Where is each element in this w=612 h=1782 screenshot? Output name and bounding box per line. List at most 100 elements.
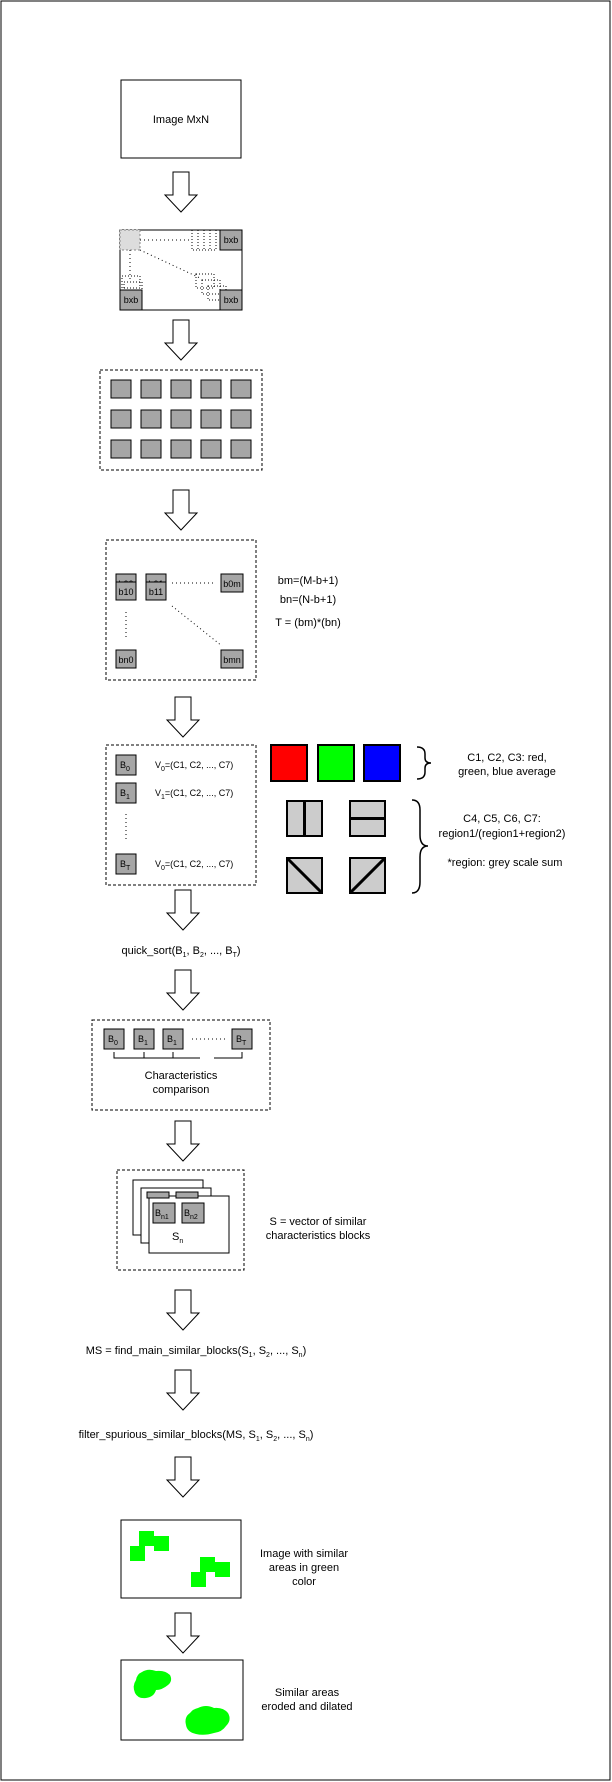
green-patch-1 bbox=[139, 1531, 154, 1546]
vector-block-0 bbox=[115, 754, 137, 776]
green-patch-4 bbox=[200, 1557, 215, 1572]
formula-t: T = (bm)*(bn) bbox=[275, 617, 341, 629]
arrow-11 bbox=[166, 1612, 200, 1654]
eroded-blob-1 bbox=[133, 1669, 172, 1699]
grid-block bbox=[140, 409, 162, 429]
block-bmn bbox=[220, 649, 244, 669]
labelled-blocks-step: b00 b01 b0m bbox=[105, 539, 341, 681]
color-legend-line2: green, blue average bbox=[458, 766, 556, 778]
region-brace bbox=[411, 799, 429, 894]
grid-block bbox=[110, 439, 132, 459]
region-legend-line2: region1/(region1+region2) bbox=[439, 828, 566, 840]
image-mxn-box bbox=[120, 79, 242, 159]
block-grid-step bbox=[99, 369, 263, 471]
grid-block bbox=[110, 409, 132, 429]
compare-block-1 bbox=[133, 1028, 155, 1050]
block-b0m-label: b0m bbox=[223, 579, 241, 589]
green-image-line1: Image with similar bbox=[260, 1548, 348, 1560]
grid-block bbox=[200, 379, 222, 399]
window-trail-diag-2 bbox=[201, 279, 221, 295]
similar-desc-line1: S = vector of similar bbox=[270, 1216, 367, 1228]
arrow-3 bbox=[164, 489, 198, 531]
grid-block bbox=[170, 409, 192, 429]
eroded-line2: eroded and dilated bbox=[261, 1701, 352, 1713]
region-horizontal-split-icon bbox=[349, 800, 386, 837]
arrow-5 bbox=[166, 889, 200, 931]
similar-block-n1 bbox=[152, 1202, 176, 1224]
window-label-top-right: bxb bbox=[224, 235, 239, 245]
vector-block-t-label: BT bbox=[120, 859, 131, 872]
green-patch-5 bbox=[215, 1562, 230, 1577]
arrow-8 bbox=[166, 1289, 200, 1331]
vector-block-t bbox=[115, 853, 137, 875]
image-mxn-label: Image MxN bbox=[153, 114, 209, 126]
compare-bracket-4 bbox=[214, 1052, 243, 1059]
eroded-line1: Similar areas bbox=[275, 1687, 340, 1699]
grid-block bbox=[170, 379, 192, 399]
green-image-line2: areas in green bbox=[269, 1562, 339, 1574]
green-areas-step: Image with similar areas in green color bbox=[120, 1519, 348, 1599]
comparison-line2: comparison bbox=[153, 1084, 210, 1096]
grid-block bbox=[140, 379, 162, 399]
window-block-top-right bbox=[219, 229, 243, 251]
arrow-9 bbox=[166, 1369, 200, 1411]
grid-block bbox=[200, 409, 222, 429]
region-diagonal-down-icon bbox=[285, 856, 324, 895]
region-legend-line3: *region: grey scale sum bbox=[448, 857, 563, 869]
arrow-2 bbox=[164, 319, 198, 361]
vector-row-0: V0=(C1, C2, ..., C7) bbox=[155, 760, 233, 773]
compare-block-0-label: B0 bbox=[108, 1034, 118, 1047]
compare-block-0 bbox=[103, 1028, 125, 1050]
similar-sn-label: Sn bbox=[172, 1231, 183, 1245]
arrow-1 bbox=[164, 171, 198, 213]
compare-block-t-label: BT bbox=[236, 1034, 247, 1047]
green-image-line3: color bbox=[292, 1576, 316, 1588]
arrow-4 bbox=[166, 696, 200, 738]
sliding-window-step: bxb bxb bxb bbox=[119, 229, 243, 311]
green-patch-6 bbox=[191, 1572, 206, 1587]
compare-bracket-3 bbox=[172, 1052, 200, 1059]
grid-block bbox=[230, 439, 252, 459]
quick-sort-label: quick_sort(B1, B2, ..., BT) bbox=[121, 945, 240, 959]
formula-bn: bn=(N-b+1) bbox=[280, 594, 336, 606]
eroded-dilated-step: Similar areas eroded and dilated bbox=[120, 1659, 353, 1741]
grid-block bbox=[110, 379, 132, 399]
diagonal-dots bbox=[171, 605, 223, 647]
grid-block bbox=[170, 439, 192, 459]
vector-block-0-label: B0 bbox=[120, 760, 130, 773]
grid-block bbox=[140, 439, 162, 459]
eroded-image bbox=[120, 1659, 244, 1741]
find-main-label: MS = find_main_similar_blocks(S1, S2, ..… bbox=[86, 1345, 307, 1359]
similar-card-peek-2 bbox=[175, 1191, 199, 1199]
color-legend-line1: C1, C2, C3: red, bbox=[467, 752, 546, 764]
compare-block-1-label: B1 bbox=[138, 1034, 148, 1047]
arrow-6 bbox=[166, 969, 200, 1011]
green-patch-2 bbox=[154, 1536, 169, 1551]
window-start-block bbox=[119, 229, 141, 251]
window-block-bottom-right bbox=[219, 289, 243, 311]
arrow-7 bbox=[166, 1120, 200, 1162]
red-swatch bbox=[270, 744, 308, 782]
comparison-line1: Characteristics bbox=[145, 1070, 218, 1082]
window-block-bottom-left bbox=[119, 289, 143, 311]
similar-block-n2 bbox=[181, 1202, 205, 1224]
image-mxn-step: Image MxN bbox=[120, 79, 242, 159]
vector-block-1 bbox=[115, 782, 137, 804]
window-trail-diag-1 bbox=[195, 273, 215, 289]
similar-desc-line2: characteristics blocks bbox=[266, 1230, 371, 1242]
color-brace bbox=[416, 746, 432, 780]
green-swatch bbox=[317, 744, 355, 782]
green-patch-3 bbox=[130, 1546, 145, 1561]
comparison-step: B0 B1 B1 BT Characteristics comparison bbox=[91, 1019, 271, 1111]
block-b10-label: b10 bbox=[118, 587, 133, 597]
block-b10-rect-visible bbox=[115, 581, 137, 601]
compare-block-t bbox=[231, 1028, 253, 1050]
eroded-blob-2 bbox=[185, 1706, 230, 1735]
similar-card-peek-1 bbox=[146, 1191, 170, 1199]
block-bn0-label: bn0 bbox=[118, 655, 133, 665]
similar-block-n2-label: Bn2 bbox=[184, 1208, 198, 1221]
window-trail-top-3 bbox=[203, 229, 217, 251]
filter-label: filter_spurious_similar_blocks(MS, S1, S… bbox=[79, 1429, 314, 1443]
vector-row-t: V0=(C1, C2, ..., C7) bbox=[155, 859, 233, 872]
